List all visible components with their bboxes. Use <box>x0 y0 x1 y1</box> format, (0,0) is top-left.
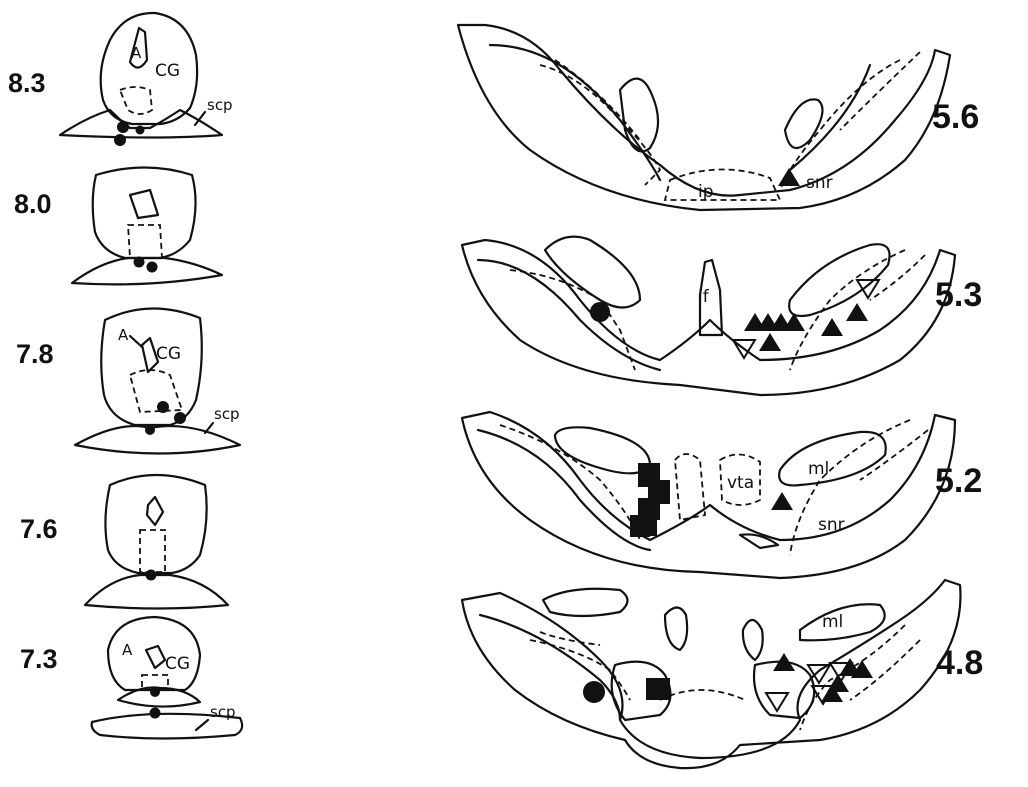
label-CG: CG <box>156 344 181 364</box>
section-outline <box>93 168 196 259</box>
level-label: 7.8 <box>16 339 54 369</box>
base-outline <box>85 575 228 609</box>
right-section-5-3: 5.3 if <box>462 237 982 395</box>
left-section-8-3: 8.3 A CG scp <box>8 13 233 146</box>
label-A: A <box>122 641 133 659</box>
right-section-5-2: 5.2 vta ml snr <box>462 412 982 578</box>
level-label: 5.6 <box>932 98 979 136</box>
label-vta: vta <box>727 473 754 493</box>
base-outline <box>75 426 240 453</box>
level-label: 7.6 <box>20 514 58 544</box>
label-A: A <box>118 326 129 344</box>
level-label: 5.2 <box>935 462 982 500</box>
label-ip: ip <box>698 182 714 202</box>
label-scp: scp <box>210 703 236 721</box>
section-outline <box>462 580 961 768</box>
right-section-4-8: 4.8 ml <box>462 580 983 768</box>
right-section-5-6: 5.6 ip snr <box>458 25 979 210</box>
left-section-8-0: 8.0 <box>14 168 222 285</box>
label-A: A <box>131 44 142 62</box>
label-CG: CG <box>155 61 180 81</box>
level-label: 4.8 <box>936 644 983 682</box>
label-if: if <box>698 287 710 307</box>
label-CG: CG <box>165 654 190 674</box>
section-outline <box>101 13 197 124</box>
label-ml: ml <box>822 612 843 632</box>
section-outline <box>462 240 955 395</box>
left-section-7-8: 7.8 A CG scp <box>16 308 240 453</box>
label-snr: snr <box>806 173 833 193</box>
level-label: 8.0 <box>14 189 52 219</box>
level-label: 8.3 <box>8 68 46 98</box>
level-label: 7.3 <box>20 644 58 674</box>
left-section-7-3: 7.3 A CG scp <box>20 617 242 739</box>
left-section-7-6: 7.6 <box>20 475 228 609</box>
label-scp: scp <box>207 96 233 114</box>
base-outline <box>72 258 222 284</box>
label-snr: snr <box>818 515 845 535</box>
label-ml: ml <box>808 459 829 479</box>
label-scp: scp <box>214 405 240 423</box>
aqueduct-outline <box>146 646 165 668</box>
section-outline <box>101 308 202 425</box>
